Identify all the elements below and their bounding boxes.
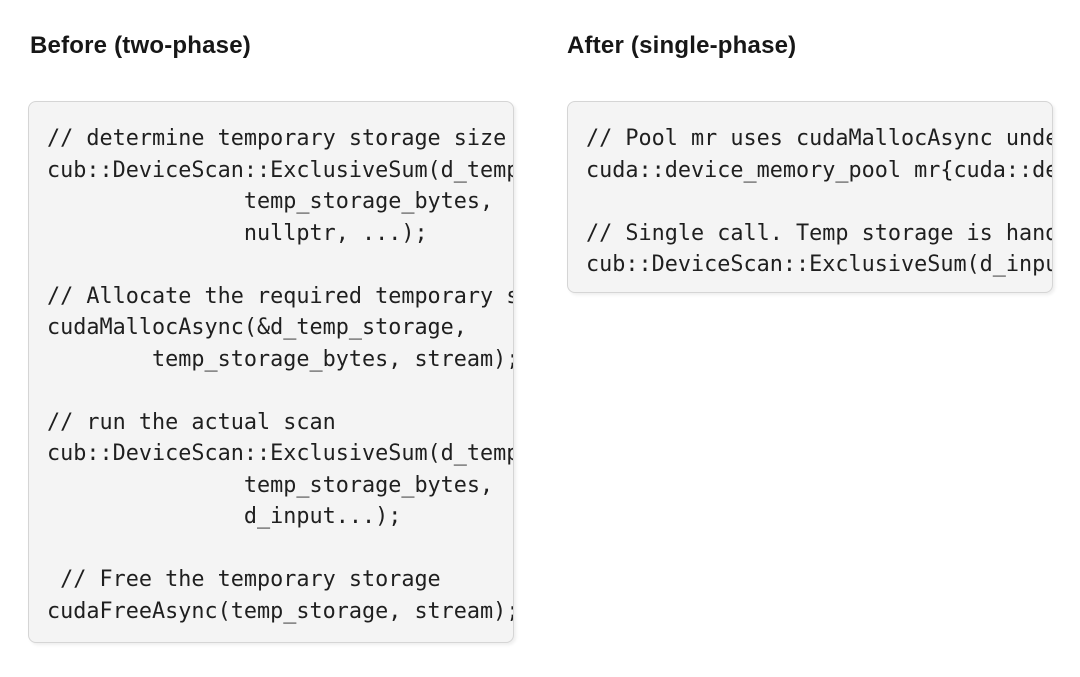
code-line: cudaMallocAsync(&d_temp_storage,	[47, 315, 467, 340]
code-line	[47, 533, 513, 565]
code-line: cudaFreeAsync(temp_storage, stream);	[47, 598, 514, 624]
code-line: temp_storage_bytes,	[47, 472, 494, 498]
after-panel-heading: After (single-phase)	[567, 32, 797, 59]
code-line: // run the actual scan	[47, 409, 336, 435]
code-line: // Single call. Temp storage is handled …	[586, 220, 1052, 246]
code-line: // Allocate the required temporary stora…	[47, 283, 513, 309]
code-line: cub::DeviceScan::ExclusiveSum(d_temp_sto…	[47, 441, 513, 466]
code-line: cuda::device_memory_pool mr{cuda::device…	[586, 157, 1052, 183]
code-line: // determine temporary storage size	[47, 126, 507, 151]
before-code-block: // determine temporary storage size cub:…	[28, 101, 514, 643]
after-code-block: // Pool mr uses cudaMallocAsync under th…	[567, 101, 1053, 293]
code-line	[47, 249, 513, 281]
code-line	[586, 186, 1052, 218]
code-line	[47, 375, 513, 407]
code-line: cub::DeviceScan::ExclusiveSum(d_temp_sto…	[47, 157, 513, 183]
code-line: temp_storage_bytes, stream);	[47, 346, 514, 372]
code-line: d_input...);	[47, 504, 402, 529]
code-line: // Free the temporary storage	[47, 567, 441, 592]
code-line: temp_storage_bytes,	[47, 189, 494, 214]
before-panel-heading: Before (two-phase)	[30, 32, 251, 59]
code-line: // Pool mr uses cudaMallocAsync under th…	[586, 126, 1052, 151]
code-line: nullptr, ...);	[47, 220, 428, 246]
code-line: cub::DeviceScan::ExclusiveSum(d_input...…	[586, 252, 1053, 277]
